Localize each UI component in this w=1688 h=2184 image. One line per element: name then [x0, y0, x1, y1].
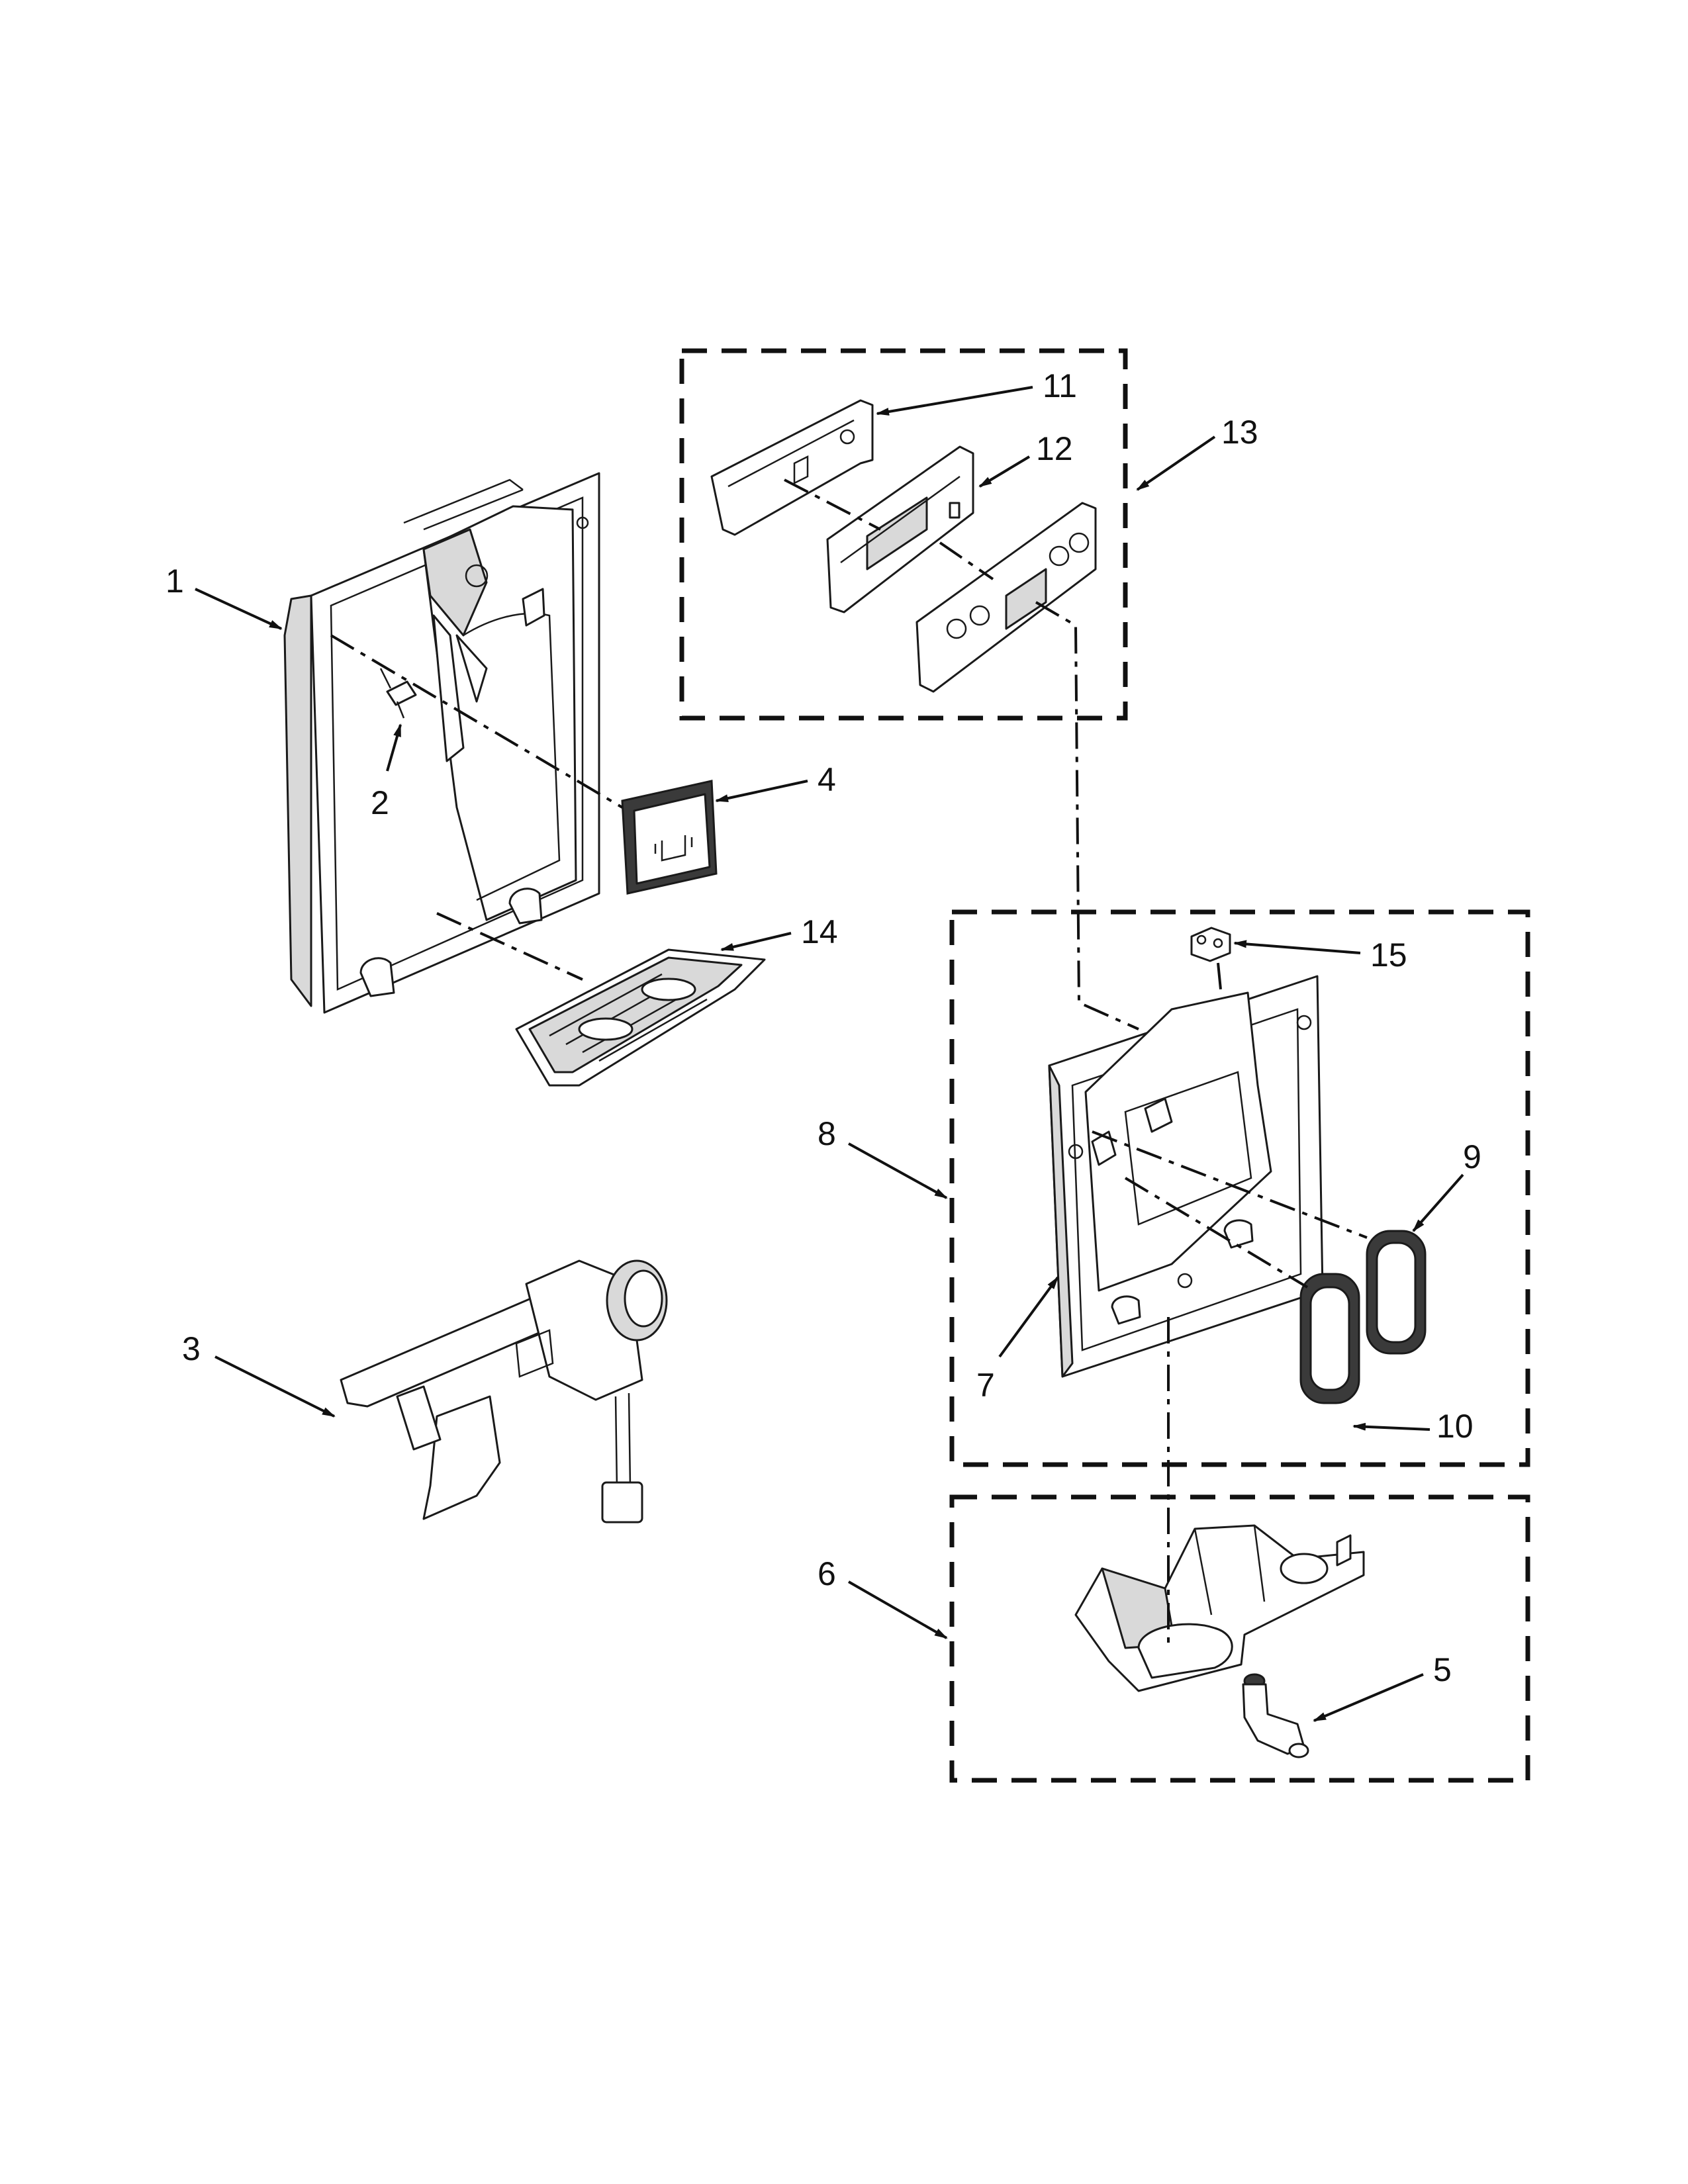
dispenser-housing-part [283, 472, 600, 1014]
leader-3 [214, 1355, 336, 1418]
callout-9: 9 [1463, 1138, 1481, 1175]
leader-1 [195, 588, 283, 630]
callout-10: 10 [1436, 1408, 1474, 1445]
group-box-13 [679, 348, 1128, 721]
screw-part [379, 668, 417, 719]
leader-6 [848, 1580, 948, 1639]
callout-13: 13 [1221, 414, 1258, 451]
assembly-centerline [1035, 601, 1139, 1030]
assembly-centerline [1217, 962, 1223, 997]
leader-15 [1233, 940, 1361, 954]
drip-tray-part [515, 948, 766, 1087]
group-box-6 [949, 1494, 1530, 1783]
board-bracket-part [826, 445, 974, 614]
control-board-part [915, 502, 1097, 693]
callout-1: 1 [165, 563, 184, 600]
actuator-assembly-part [340, 1259, 668, 1524]
callout-11: 11 [1043, 367, 1077, 404]
assembly-centerline [939, 541, 994, 580]
callout-4: 4 [818, 761, 836, 798]
callout-12: 12 [1036, 430, 1073, 467]
paddle-part [1366, 1230, 1427, 1355]
leader-12 [978, 455, 1031, 488]
leader-7 [998, 1276, 1059, 1358]
callout-15: 15 [1370, 936, 1407, 974]
callout-8: 8 [818, 1115, 836, 1152]
assembly-centerline [1124, 1177, 1309, 1289]
switch-part [1190, 927, 1231, 962]
callout-3: 3 [182, 1330, 201, 1367]
leader-10 [1352, 1422, 1430, 1431]
leader-14 [720, 932, 792, 951]
callout-14: 14 [801, 913, 838, 950]
assembly-centerline [436, 912, 583, 981]
bracket-part [710, 399, 874, 536]
leader-13 [1136, 435, 1216, 491]
callout-5: 5 [1433, 1651, 1452, 1688]
callout-2: 2 [371, 784, 389, 821]
chute-part [1074, 1524, 1365, 1692]
assembly-centerline [784, 478, 881, 531]
assembly-centerline [1092, 1130, 1368, 1239]
leader-8 [848, 1142, 948, 1199]
leader-9 [1412, 1173, 1464, 1232]
leader-11 [876, 386, 1033, 416]
dispenser-frame-part [1048, 975, 1324, 1378]
assembly-centerline [330, 634, 624, 809]
leader-5 [1313, 1673, 1424, 1722]
paddle-part [1299, 1273, 1360, 1404]
leader-2 [386, 723, 402, 772]
cover-part [621, 780, 718, 895]
group-box-8 [949, 909, 1530, 1467]
callout-6: 6 [818, 1555, 836, 1592]
callout-7: 7 [976, 1367, 995, 1404]
elbow-fitting-part [1242, 1673, 1309, 1758]
leader-4 [715, 780, 808, 803]
